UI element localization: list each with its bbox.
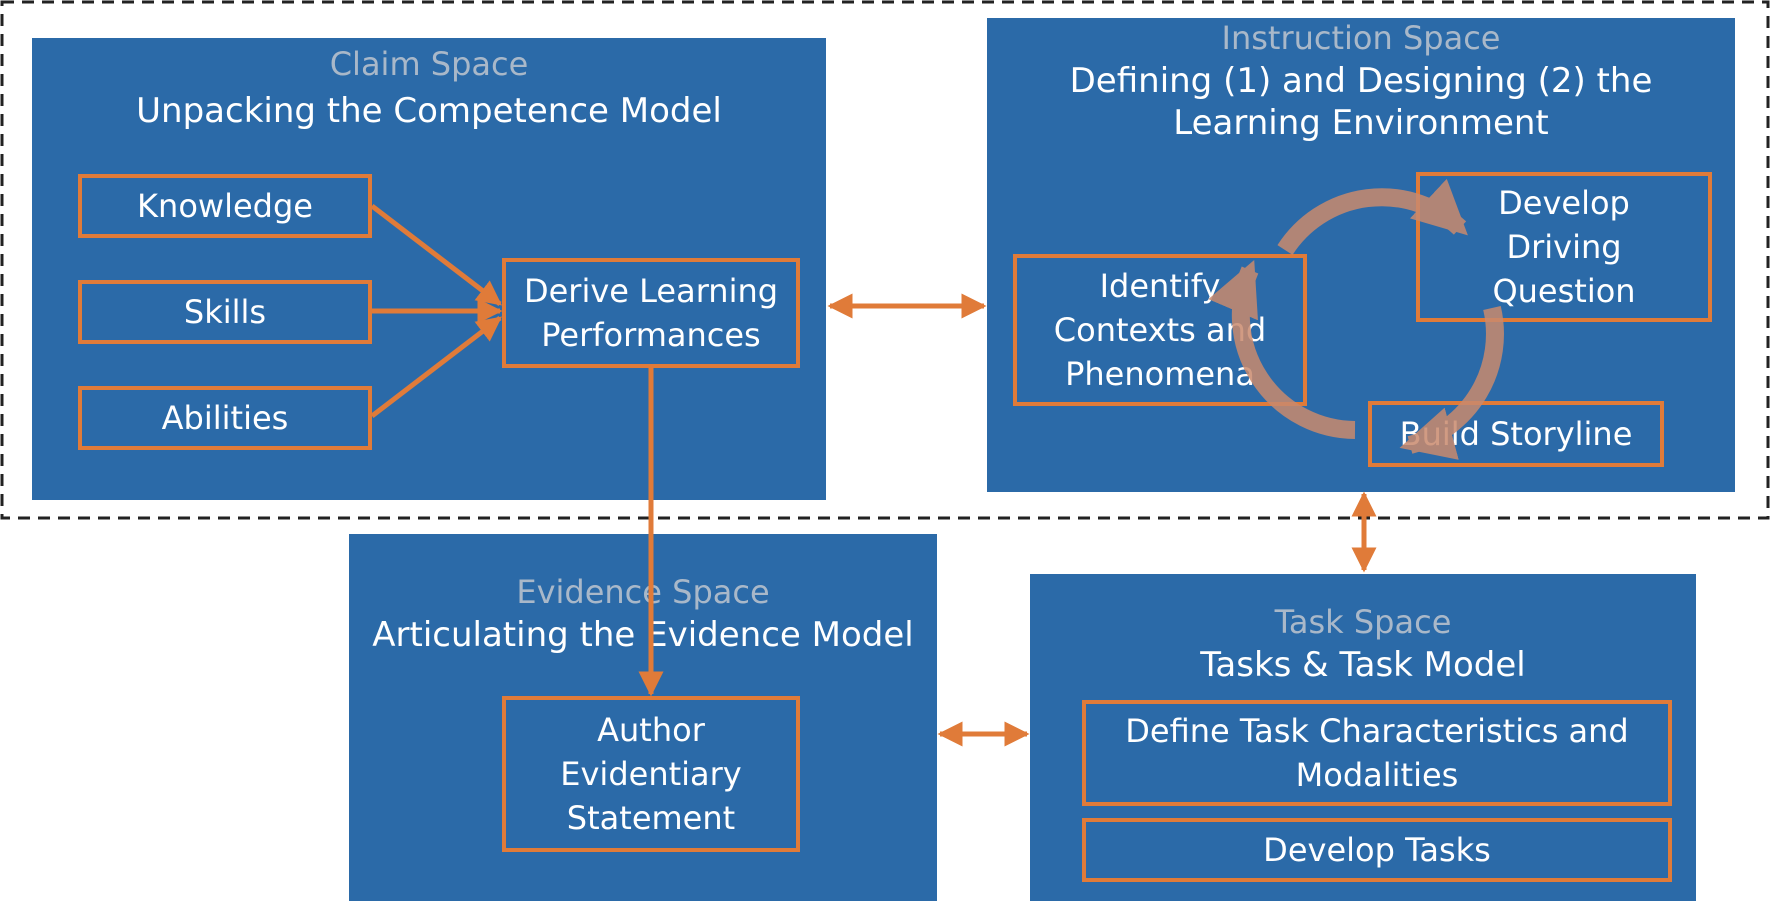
derive-learning-performances-box: Derive Learning Performances — [502, 258, 800, 368]
evidence-space-panel: Evidence Space Articulating the Evidence… — [349, 534, 937, 901]
claim-space-subtitle: Unpacking the Competence Model — [136, 91, 722, 131]
instruction-space-title: Instruction Space — [1221, 19, 1501, 57]
task-space-title: Task Space — [1274, 603, 1452, 641]
develop-driving-question-box: Develop Driving Question — [1416, 172, 1712, 322]
author-evidentiary-statement-box: Author Evidentiary Statement — [502, 696, 800, 852]
evidence-space-title: Evidence Space — [516, 573, 770, 611]
evidence-space-subtitle: Articulating the Evidence Model — [372, 615, 914, 655]
task-space-panel: Task Space Tasks & Task Model Define Tas… — [1030, 574, 1696, 901]
define-task-characteristics-box: Define Task Characteristics and Modaliti… — [1082, 700, 1672, 806]
claim-space-panel: Claim Space Unpacking the Competence Mod… — [32, 38, 826, 500]
knowledge-box: Knowledge — [78, 174, 372, 238]
develop-tasks-box: Develop Tasks — [1082, 818, 1672, 882]
claim-space-title: Claim Space — [329, 45, 529, 83]
build-storyline-box: Build Storyline — [1368, 401, 1664, 467]
identify-contexts-box: Identify Contexts and Phenomena — [1013, 254, 1307, 406]
abilities-box: Abilities — [78, 386, 372, 450]
task-space-subtitle: Tasks & Task Model — [1200, 645, 1526, 685]
skills-box: Skills — [78, 280, 372, 344]
instruction-space-panel: Instruction Space Defining (1) and Desig… — [987, 18, 1735, 492]
instruction-space-subtitle: Defining (1) and Designing (2) the Learn… — [1069, 61, 1653, 143]
